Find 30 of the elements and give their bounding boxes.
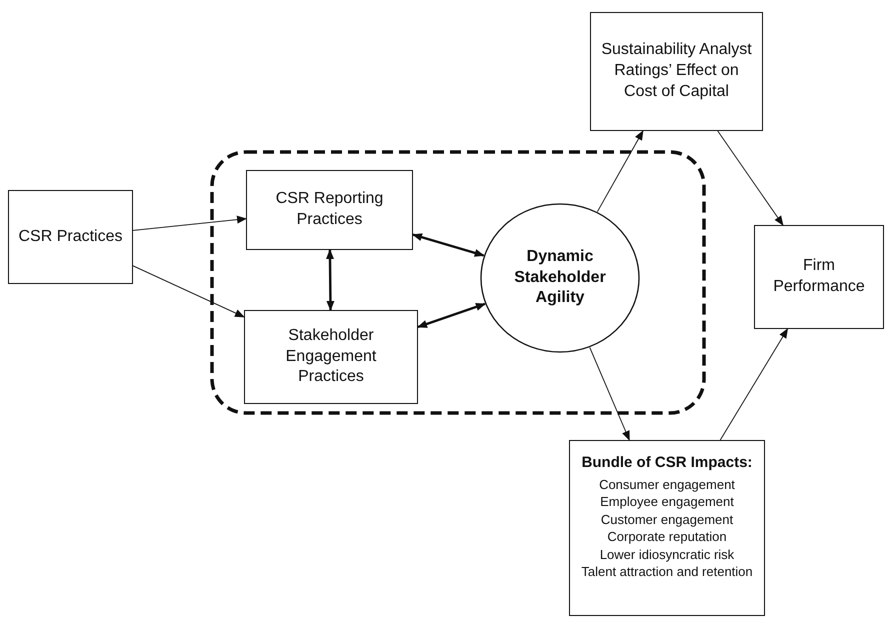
arrow <box>132 216 247 231</box>
arrow <box>717 130 784 226</box>
node-label: Stakeholder Engagement Practices <box>284 326 378 388</box>
dashed-group-frame <box>210 150 706 415</box>
list-item: Customer engagement <box>600 510 734 528</box>
arrow <box>412 233 485 257</box>
node-label: Sustainability Analyst Ratings’ Effect on Cost of Capital <box>600 40 753 102</box>
list-item: Consumer engagement <box>598 476 736 494</box>
list-item: Lower idiosyncratic risk <box>598 546 736 564</box>
node-label: Firm Performance <box>772 256 866 297</box>
construct-box <box>590 12 763 131</box>
node-label: Dynamic Stakeholder Agility <box>513 246 607 308</box>
list-item: Corporate reputation <box>606 528 728 546</box>
node-label: CSR Practices <box>17 226 124 247</box>
list-item: Employee engagement <box>599 493 735 511</box>
construct-box <box>8 190 133 284</box>
arrow <box>132 265 245 318</box>
arrow <box>589 347 630 441</box>
arrow <box>720 328 788 440</box>
arrow <box>326 249 334 311</box>
list-item: Talent attraction and retention <box>580 563 754 581</box>
construct-box <box>754 225 884 329</box>
node-label: CSR Reporting Practices <box>274 189 384 230</box>
construct-box <box>246 170 413 250</box>
list-heading: Bundle of CSR Impacts: <box>580 453 754 472</box>
construct-box <box>569 440 765 616</box>
arrow <box>596 130 644 212</box>
construct-box <box>244 310 418 404</box>
arrow <box>417 302 486 328</box>
construct-ellipse <box>480 203 640 353</box>
